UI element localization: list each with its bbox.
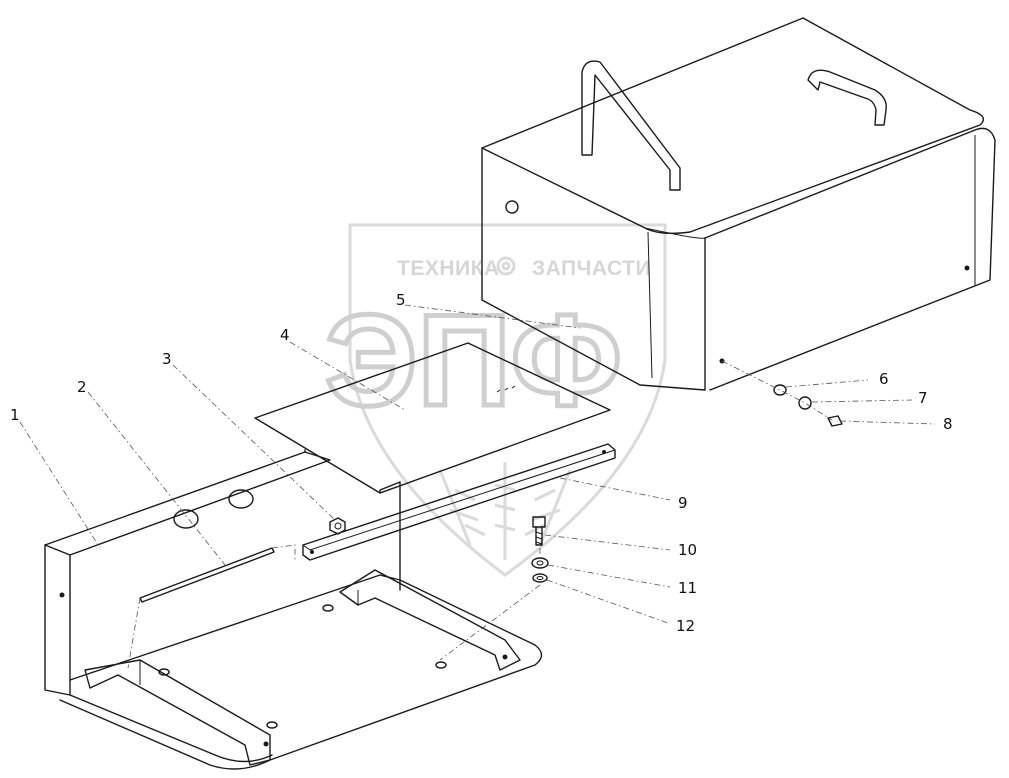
gear-icon bbox=[496, 256, 516, 276]
part-6-washer bbox=[773, 384, 787, 396]
callout-3: 3 bbox=[162, 350, 172, 368]
callout-6: 6 bbox=[879, 370, 889, 388]
watermark-left-word: ТЕХНИКА bbox=[397, 257, 500, 280]
callout-5: 5 bbox=[396, 291, 406, 309]
assembly-guides bbox=[127, 360, 833, 669]
part-10-bolt bbox=[532, 516, 546, 546]
callout-1: 1 bbox=[10, 406, 20, 424]
part-4-sheet bbox=[254, 342, 611, 494]
part-2-rod bbox=[139, 547, 275, 603]
part-8-bolt bbox=[827, 415, 843, 427]
callout-11: 11 bbox=[678, 579, 697, 597]
part-12-washer bbox=[532, 573, 548, 583]
callout-12: 12 bbox=[676, 617, 695, 635]
callout-7: 7 bbox=[918, 389, 928, 407]
callout-9: 9 bbox=[678, 494, 688, 512]
watermark-right-word: ЗАПЧАСТИ bbox=[532, 257, 651, 280]
part-7-washer bbox=[798, 396, 812, 410]
part-11-washer bbox=[531, 557, 549, 569]
part-9-bar bbox=[302, 443, 616, 561]
watermark-shield bbox=[348, 223, 667, 577]
part-1-base bbox=[44, 449, 543, 770]
watermark-monogram: ЭПФ bbox=[325, 287, 622, 433]
wheat-ears bbox=[438, 462, 572, 560]
leader-lines bbox=[19, 304, 936, 624]
callout-2: 2 bbox=[77, 378, 87, 396]
watermark: ТЕХНИКА ЗАПЧАСТИ ЭПФ bbox=[323, 223, 667, 577]
callout-4: 4 bbox=[280, 326, 290, 344]
callout-8: 8 bbox=[943, 415, 953, 433]
callout-labels: 1 2 3 4 5 6 7 8 9 10 11 12 bbox=[10, 291, 953, 635]
callout-10: 10 bbox=[678, 541, 697, 559]
part-5-cover bbox=[481, 17, 996, 391]
part-3-nut bbox=[329, 517, 346, 535]
